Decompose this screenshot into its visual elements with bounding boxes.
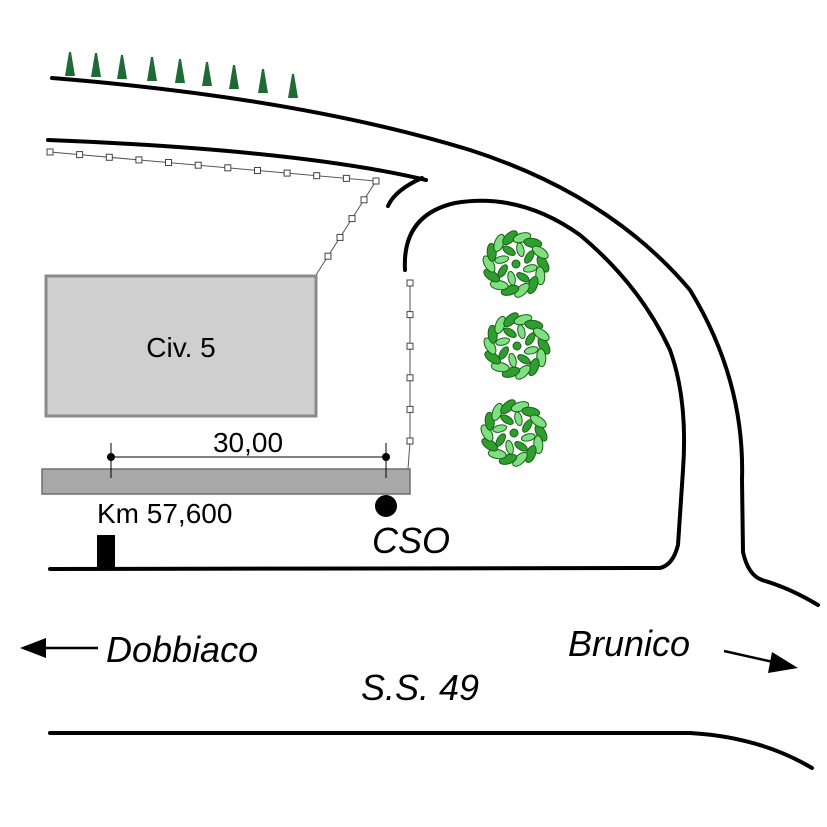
dimension-endpoint-left [107, 453, 115, 461]
fence-post [348, 215, 356, 223]
hedge-spike [288, 74, 298, 98]
fence-post [406, 437, 414, 445]
direction-right: Brunico [568, 623, 798, 673]
hedge-spike [91, 53, 101, 77]
dimension-endpoint-right [382, 453, 390, 461]
hedge-spike [258, 69, 268, 93]
km-post [97, 535, 115, 569]
dimension-line [107, 443, 390, 478]
arrow-right-icon [723, 649, 798, 673]
fence-post [372, 177, 380, 185]
hedge-spike [175, 59, 185, 83]
outer-curve-road-edge [50, 76, 820, 607]
direction-left-label: Dobbiaco [106, 629, 258, 670]
fence-post [105, 153, 113, 161]
cso-label: CSO [372, 520, 450, 561]
tree [480, 399, 548, 467]
fence-post [342, 174, 350, 182]
cso-marker [375, 495, 397, 517]
main-road-north-edge [48, 566, 662, 571]
fence-post [254, 167, 261, 174]
fence-post [283, 169, 291, 177]
fence-posts [46, 148, 414, 445]
fence-post [406, 342, 414, 350]
tree [483, 312, 551, 380]
hedge-spikes [65, 52, 298, 98]
fence-post [46, 148, 54, 156]
fence-post [406, 405, 414, 413]
fence-post [224, 164, 232, 172]
direction-left: Dobbiaco [20, 629, 258, 670]
inner-curve-road-edge [46, 138, 428, 182]
dimension-label: 30,00 [213, 427, 283, 458]
hedge-spike [147, 57, 157, 81]
direction-right-label: Brunico [568, 623, 690, 664]
arrow-left-icon [20, 638, 98, 658]
km-label: Km 57,600 [97, 498, 232, 529]
fence-line-drop [407, 441, 411, 470]
island-outline [402, 198, 687, 570]
fence-post [76, 151, 84, 159]
driveway-curve-left [386, 176, 424, 208]
building-label: Civ. 5 [146, 332, 216, 363]
hedge-spike [65, 52, 75, 76]
trees [480, 230, 551, 467]
building-civ5 [44, 274, 318, 418]
hedge-spike [117, 55, 127, 79]
fence-post [336, 233, 344, 241]
sidewalk-bar [41, 468, 411, 495]
fence-post [194, 161, 202, 169]
fence-post [406, 311, 414, 319]
fence-post [324, 252, 332, 260]
tree [482, 230, 550, 298]
hedge-spike [229, 65, 239, 89]
fence-post [406, 279, 414, 287]
fence-post [406, 374, 414, 382]
fence-post [135, 156, 143, 164]
road-label: S.S. 49 [361, 667, 479, 708]
main-road-south-edge [48, 731, 814, 770]
fence-post [360, 196, 368, 204]
fence-post [165, 159, 172, 166]
road-outlines [46, 76, 820, 770]
hedge-spike [202, 62, 212, 86]
fence-post [313, 172, 321, 180]
